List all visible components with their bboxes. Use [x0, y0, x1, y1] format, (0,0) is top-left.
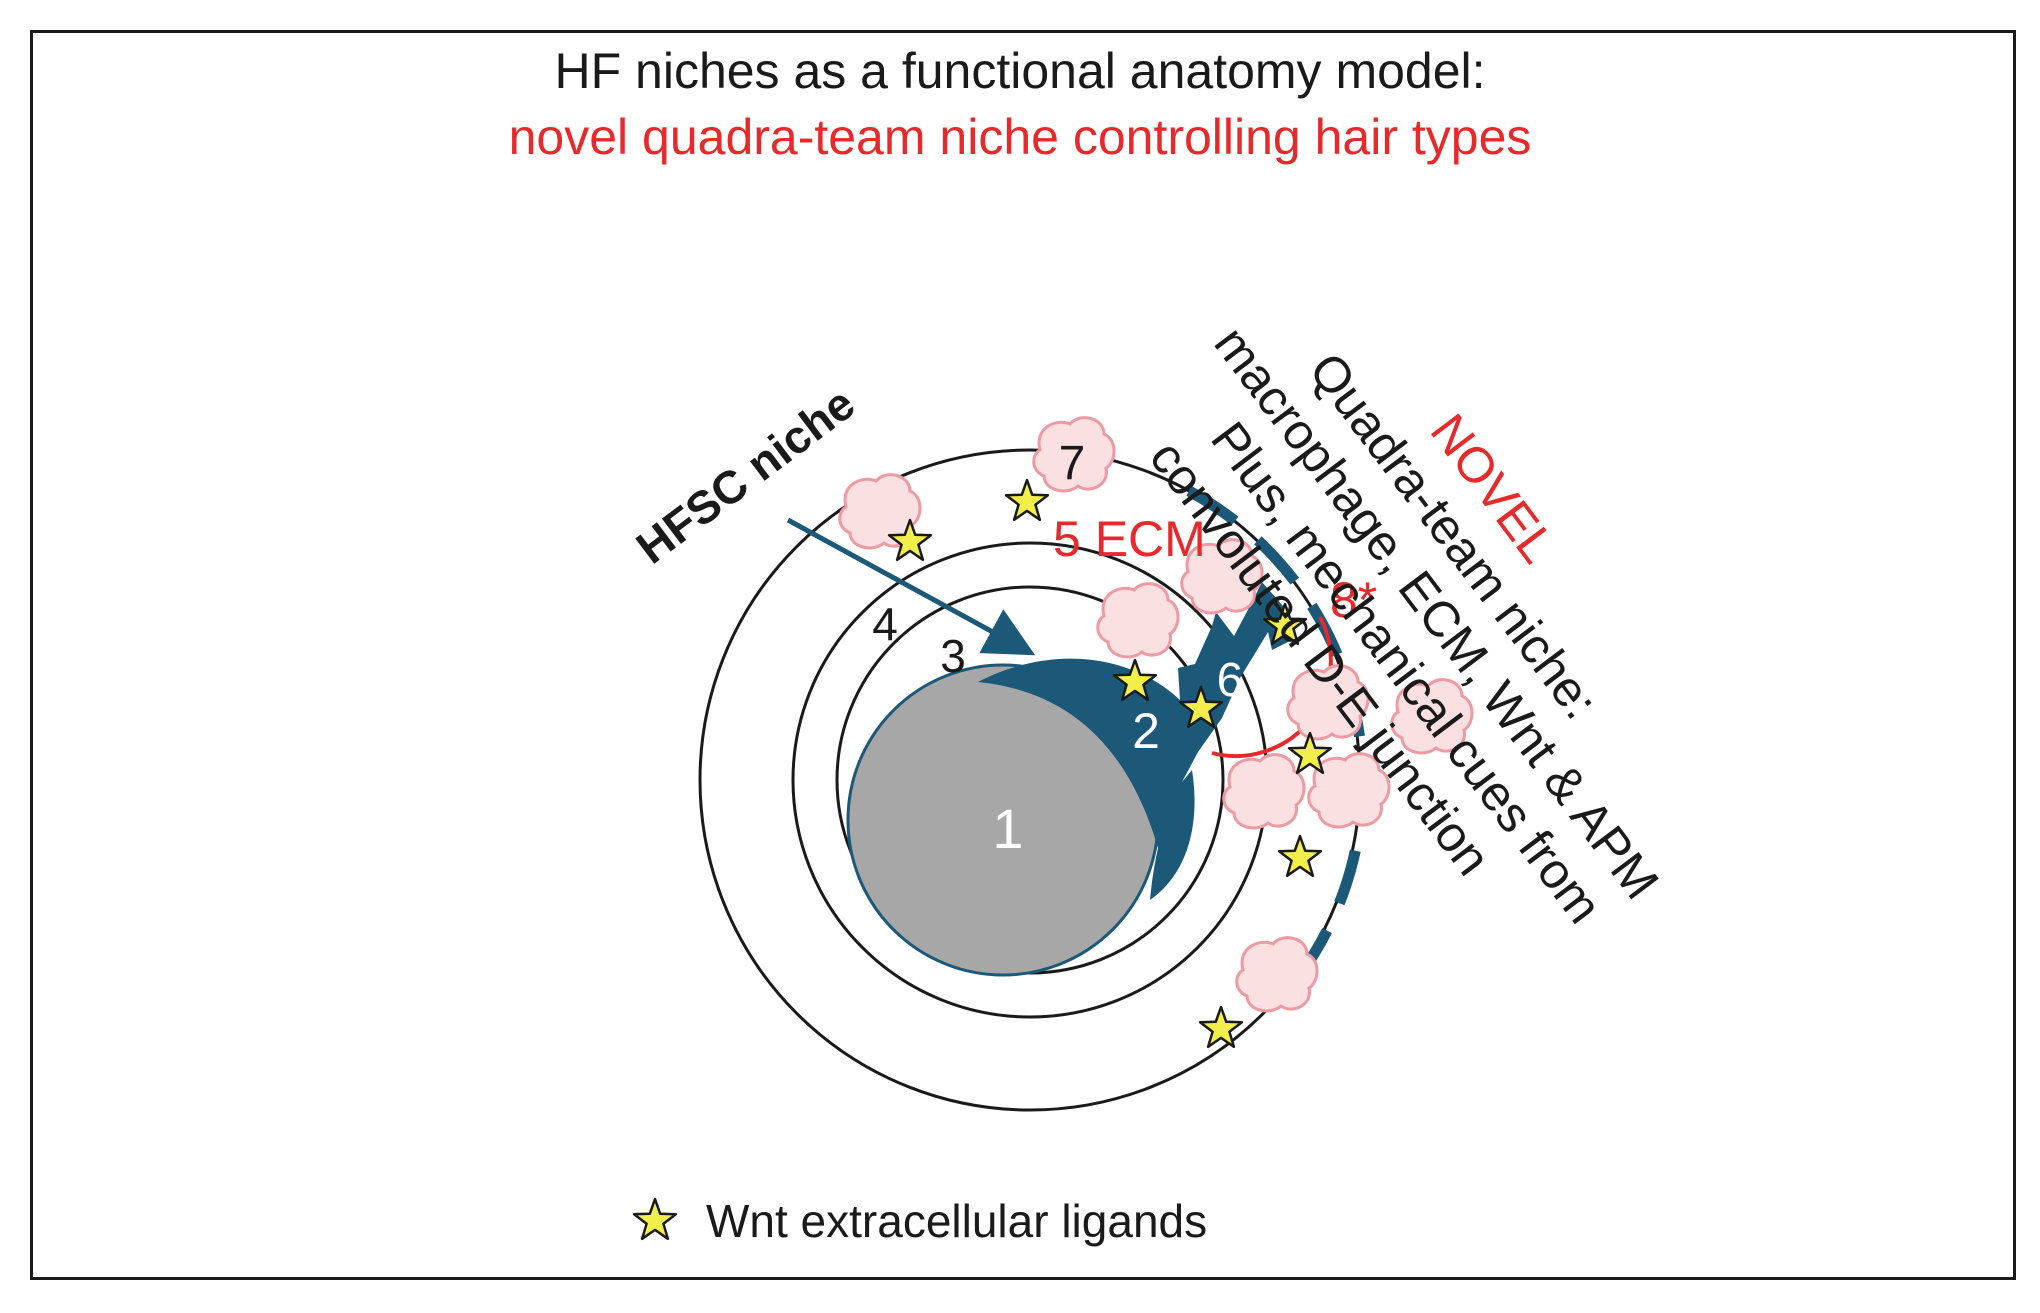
label-3: 3 [940, 630, 966, 682]
label-8: 8* [1330, 572, 1377, 628]
macrophage-blob [1235, 936, 1319, 1013]
wnt-star [1198, 1005, 1244, 1049]
figure-title: HF niches as a functional anatomy model: [554, 43, 1486, 99]
legend-star-icon [632, 1197, 678, 1241]
legend-label: Wnt extracellular ligands [706, 1195, 1207, 1247]
bulge-apm-shape [978, 582, 1292, 900]
figure-subtitle: novel quadra-team niche controlling hair… [508, 109, 1532, 165]
label-2: 2 [1132, 703, 1160, 759]
hfsc-arrow [786, 517, 1036, 656]
label-5-ecm: 5 ECM [1053, 511, 1206, 567]
label-7: 7 [1059, 437, 1086, 490]
label-4: 4 [872, 598, 898, 650]
macrophage-blob [1096, 582, 1180, 659]
macrophage-blob [1222, 753, 1306, 830]
wnt-star [1004, 478, 1050, 522]
label-1: 1 [992, 797, 1023, 860]
wnt-star [1277, 834, 1323, 878]
label-6: 6 [1217, 654, 1244, 707]
